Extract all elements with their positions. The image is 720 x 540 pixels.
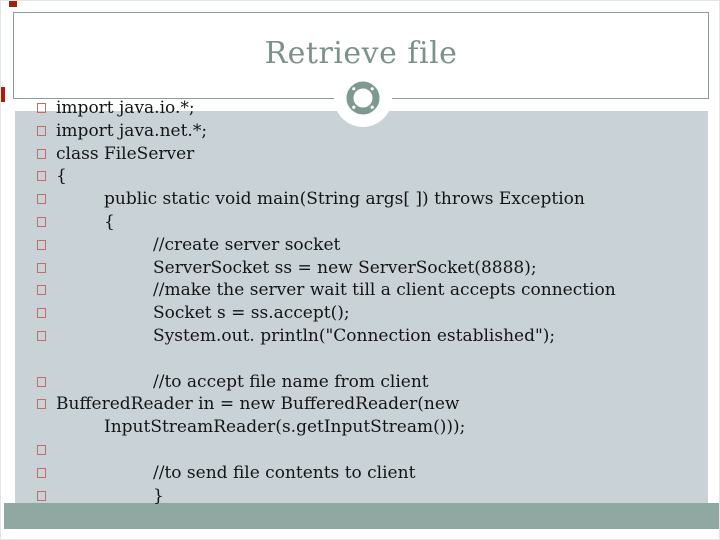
code-line: Socket s = ss.accept(); <box>1 302 720 325</box>
code-line: import java.net.*; <box>1 120 720 143</box>
hollow-square-bullet-icon <box>37 148 46 159</box>
code-text: class FileServer <box>56 143 195 164</box>
accent-mark-top-left <box>9 1 17 7</box>
hollow-square-bullet-icon <box>37 125 46 136</box>
code-text: { <box>104 211 115 232</box>
accent-mark-left <box>1 87 5 102</box>
hollow-square-bullet-icon <box>37 103 46 113</box>
code-line <box>1 439 720 462</box>
code-line: { <box>1 211 720 234</box>
hollow-square-bullet-icon <box>37 308 46 319</box>
code-line: } <box>1 485 720 508</box>
code-line: System.out. println("Connection establis… <box>1 325 720 348</box>
hollow-square-bullet-icon <box>37 376 46 387</box>
content-panel <box>15 111 708 503</box>
code-line: //to send file contents to client <box>1 462 720 485</box>
code-block: import java.io.*;import java.net.*;class… <box>1 97 720 507</box>
page-title: Retrieve file <box>264 36 458 71</box>
code-line: //create server socket <box>1 234 720 257</box>
code-line: InputStreamReader(s.getInputStream())); <box>1 416 720 439</box>
hollow-square-bullet-icon <box>37 262 46 273</box>
code-line: class FileServer <box>1 143 720 166</box>
code-line <box>1 348 720 371</box>
code-text: public static void main(String args[ ]) … <box>104 189 585 210</box>
code-line: public static void main(String args[ ]) … <box>1 188 720 211</box>
code-text: ServerSocket ss = new ServerSocket(8888)… <box>153 257 537 278</box>
code-line: //make the server wait till a client acc… <box>1 279 720 302</box>
code-text: import java.net.*; <box>56 120 208 141</box>
circle-ring-ornament-icon <box>334 69 392 127</box>
code-text: //make the server wait till a client acc… <box>153 280 616 301</box>
code-line: import java.io.*; <box>1 97 720 120</box>
hollow-square-bullet-icon <box>37 330 46 341</box>
code-text: //create server socket <box>153 234 341 255</box>
code-text: System.out. println("Connection establis… <box>153 325 556 346</box>
code-line: ServerSocket ss = new ServerSocket(8888)… <box>1 257 720 280</box>
hollow-square-bullet-icon <box>37 239 46 250</box>
code-text: Socket s = ss.accept(); <box>153 303 350 324</box>
hollow-square-bullet-icon <box>37 194 46 205</box>
code-text: import java.io.*; <box>56 98 195 118</box>
code-text: //to send file contents to client <box>153 462 416 483</box>
hollow-square-bullet-icon <box>37 490 46 501</box>
code-line: BufferedReader in = new BufferedReader(n… <box>1 393 720 416</box>
hollow-square-bullet-icon <box>37 285 46 296</box>
code-line: { <box>1 165 720 188</box>
footer-bar <box>4 503 719 529</box>
code-text: InputStreamReader(s.getInputStream())); <box>104 417 466 438</box>
hollow-square-bullet-icon <box>37 216 46 227</box>
hollow-square-bullet-icon <box>37 444 46 455</box>
code-line: //to accept file name from client <box>1 371 720 394</box>
code-text: //to accept file name from client <box>153 371 429 392</box>
hollow-square-bullet-icon <box>37 171 46 182</box>
hollow-square-bullet-icon <box>37 399 46 410</box>
hollow-square-bullet-icon <box>37 467 46 478</box>
code-text: { <box>56 166 67 187</box>
code-text: BufferedReader in = new BufferedReader(n… <box>56 394 460 415</box>
code-text: } <box>153 485 164 506</box>
